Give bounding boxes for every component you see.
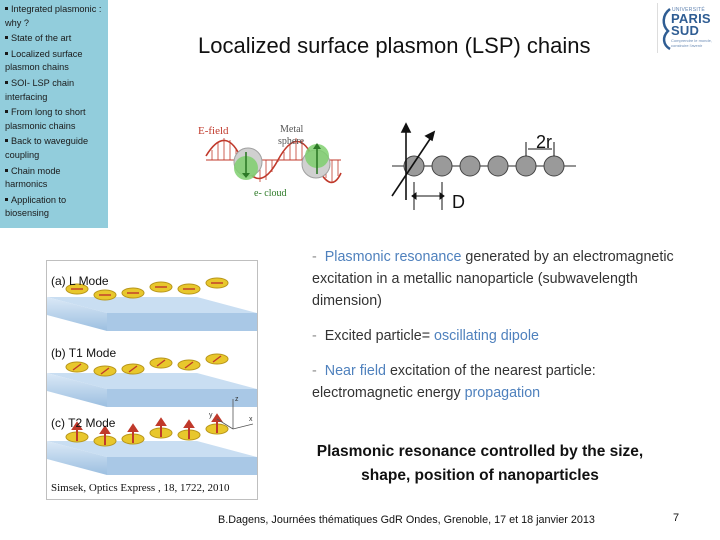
outline-item[interactable]: From long to short plasmonic chains — [5, 107, 86, 131]
t2-mode-label: (c) T2 Mode — [51, 416, 116, 430]
bullet-icon — [5, 7, 8, 10]
axis-x-label: x — [249, 416, 253, 423]
paragraph-text: Excited particle= — [324, 328, 435, 344]
sidebar-outline: Integrated plasmonic : why ? State of th… — [0, 0, 108, 228]
lsp-chain-diagram: E-field Metal sphere e- cloud 2r D — [198, 122, 576, 212]
paragraph-resonance: -Plasmonic resonance generated by an ele… — [312, 246, 684, 312]
nanoparticle-chain — [392, 155, 576, 177]
sphere-left — [233, 147, 263, 180]
outline-item[interactable]: Localized surface plasmon chains — [5, 48, 83, 73]
bullet-icon — [5, 51, 8, 55]
two-r-label: 2r — [536, 132, 552, 152]
bullet-icon — [5, 197, 8, 201]
d-label: D — [452, 192, 465, 212]
logo-tagline: Comprendre le monde, construire l'avenir — [671, 38, 712, 48]
efield-label: E-field — [198, 125, 229, 137]
outline-list: Integrated plasmonic : why ? State of th… — [0, 0, 108, 221]
l-mode-label: (a) L Mode — [51, 274, 109, 288]
highlight-near-field: Near field — [324, 363, 386, 379]
dash-bullet: - — [312, 328, 317, 344]
slide-title: Localized surface plasmon (LSP) chains — [198, 33, 591, 58]
sphere-label: sphere — [278, 136, 305, 147]
bullet-icon — [5, 168, 8, 172]
outline-item[interactable]: Integrated plasmonic : why ? — [5, 4, 102, 28]
axis-z-label: z — [235, 396, 239, 403]
dash-bullet: - — [312, 363, 317, 379]
waveguide-slab-c — [47, 441, 257, 475]
waveguide-slab-b — [47, 373, 257, 407]
highlight-propagation: propagation — [464, 385, 541, 401]
dimension-d — [411, 182, 445, 210]
t1-mode-label: (b) T1 Mode — [51, 346, 117, 360]
paragraph-near-field: -Near field excitation of the nearest pa… — [312, 360, 684, 404]
logo-line-3: SUD — [671, 23, 700, 38]
paragraph-dipole: -Excited particle= oscillating dipole — [312, 325, 684, 347]
figure-caption: Simsek, Optics Express , 18, 1722, 2010 — [51, 482, 230, 494]
outline-item[interactable]: Chain mode harmonics — [5, 165, 61, 190]
logo-line-2: PARIS — [671, 11, 711, 26]
outline-item[interactable]: State of the art — [5, 32, 108, 46]
outline-item[interactable]: SOI- LSP chain interfacing — [5, 77, 75, 102]
university-logo: UNIVERSITÉ PARIS SUD Comprendre le monde… — [657, 3, 720, 53]
modes-illustration: z y x — [47, 277, 257, 475]
paragraph-text: excitation of the nearest particle: elec… — [312, 363, 596, 401]
highlight-oscillating-dipole: oscillating dipole — [434, 328, 539, 344]
logo-swoosh-icon — [662, 8, 671, 51]
sphere-right — [301, 143, 331, 179]
bullet-icon — [5, 80, 8, 84]
bullet-icon — [5, 36, 8, 40]
highlight-plasmonic-resonance: Plasmonic resonance — [324, 249, 462, 265]
logo-line-1: UNIVERSITÉ — [672, 7, 706, 13]
bullet-icon — [5, 139, 8, 143]
dimension-2r — [525, 142, 555, 156]
metal-label: Metal — [280, 124, 304, 135]
waveguide-slab-a — [47, 297, 257, 331]
page-number: 7 — [673, 512, 680, 524]
paragraph-text: generated by an electromagnetic excitati… — [312, 249, 674, 309]
dash-bullet: - — [312, 249, 317, 265]
outline-item[interactable]: Application to biosensing — [5, 194, 67, 219]
axis-y-label: y — [209, 412, 213, 419]
conclusion-text: Plasmonic resonance controlled by the si… — [316, 443, 644, 484]
footer-text: B.Dagens, Journées thématiques GdR Ondes… — [218, 514, 595, 526]
polarization-arrows — [391, 122, 436, 200]
chain-modes-figure: z y x (a) L Mode (b) T1 Mode (c) T2 Mode… — [46, 260, 258, 500]
outline-item[interactable]: Back to waveguide coupling — [5, 136, 89, 160]
bullet-icon — [5, 110, 8, 114]
ecloud-label: e- cloud — [254, 188, 287, 199]
axes-icon — [216, 399, 254, 430]
